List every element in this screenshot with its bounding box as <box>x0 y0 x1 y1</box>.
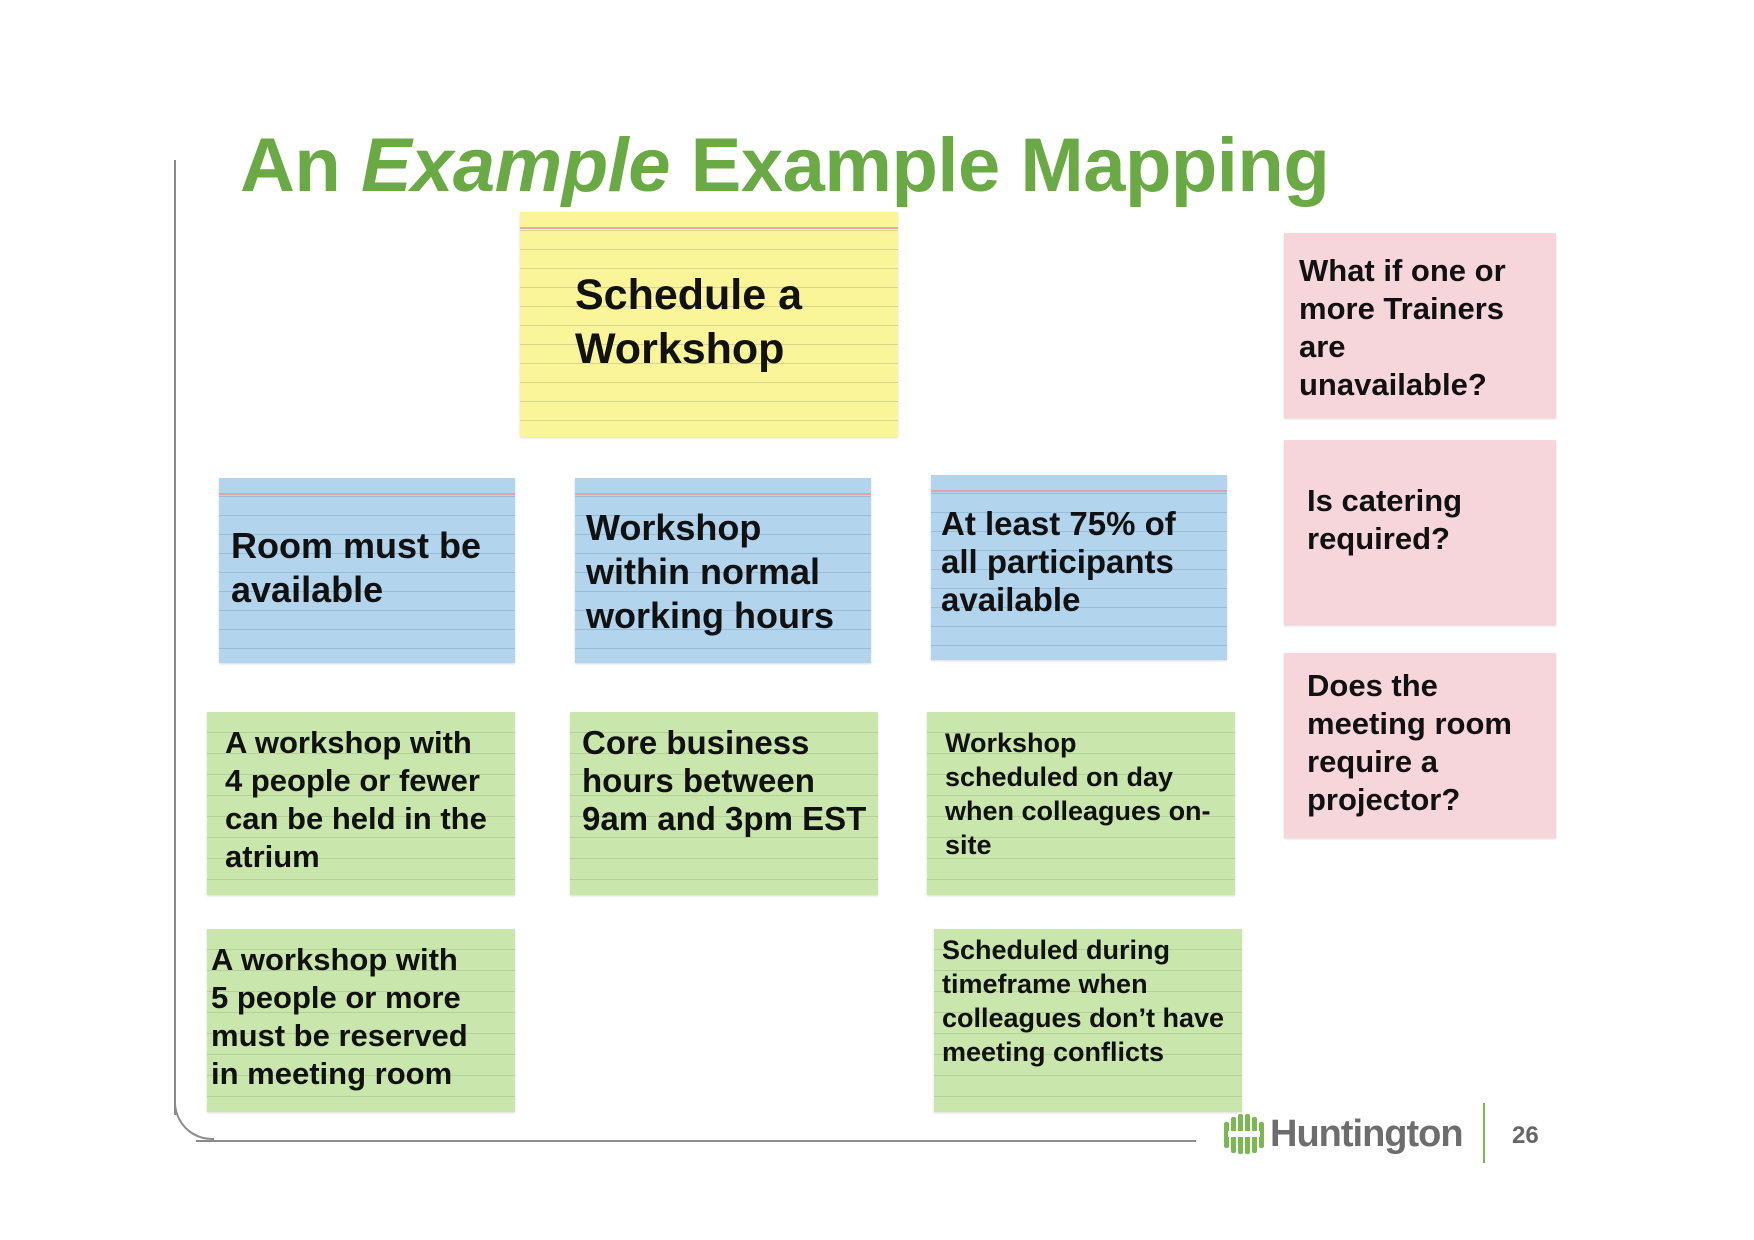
example-card-meeting-room: A workshop with 5 people or more must be… <box>207 929 515 1112</box>
story-card-text: Schedule a Workshop <box>575 271 803 373</box>
example-card-text: A workshop with 5 people or more must be… <box>211 942 468 1091</box>
frame-bottom-line <box>196 1140 1196 1142</box>
example-card-core-hours: Core business hours between 9am and 3pm … <box>570 712 878 895</box>
question-card-trainers: What if one or more Trainers are unavail… <box>1284 233 1556 418</box>
footer-divider <box>1483 1103 1485 1163</box>
rule-card-hours: Workshop within normal working hours <box>575 478 871 663</box>
rule-card-room: Room must be available <box>219 478 515 663</box>
slide-title: An Example Example Mapping <box>240 122 1330 209</box>
example-card-onsite: Workshop scheduled on day when colleague… <box>927 712 1235 895</box>
example-card-text: Core business hours between 9am and 3pm … <box>582 724 867 837</box>
question-card-text: Is catering required? <box>1307 483 1463 556</box>
question-card-projector: Does the meeting room require a projecto… <box>1284 653 1556 838</box>
rule-card-text: Workshop within normal working hours <box>586 507 835 636</box>
story-card: Schedule a Workshop <box>520 212 898 437</box>
rule-card-text: Room must be available <box>231 525 482 610</box>
title-suffix: Example Mapping <box>670 123 1330 208</box>
example-card-text: A workshop with 4 people or fewer can be… <box>225 725 487 874</box>
page-number: 26 <box>1512 1122 1539 1149</box>
rule-card-participants: At least 75% of all participants availab… <box>931 475 1227 660</box>
title-italic: Example <box>360 123 671 208</box>
frame-left-line <box>174 160 176 1115</box>
example-card-conflicts: Scheduled during timeframe when colleagu… <box>934 929 1242 1112</box>
huntington-logo-text: Huntington <box>1270 1112 1464 1155</box>
huntington-logo-icon <box>1224 1114 1264 1154</box>
rule-card-text: At least 75% of all participants availab… <box>941 505 1176 618</box>
huntington-logo: Huntington <box>1222 1112 1464 1156</box>
example-card-text: Workshop scheduled on day when colleague… <box>945 728 1211 860</box>
example-card-text: Scheduled during timeframe when colleagu… <box>942 935 1225 1067</box>
question-card-text: Does the meeting room require a projecto… <box>1307 668 1512 817</box>
example-card-atrium: A workshop with 4 people or fewer can be… <box>207 712 515 895</box>
question-card-catering: Is catering required? <box>1284 440 1556 625</box>
question-card-text: What if one or more Trainers are unavail… <box>1299 253 1506 402</box>
title-prefix: An <box>240 123 361 208</box>
